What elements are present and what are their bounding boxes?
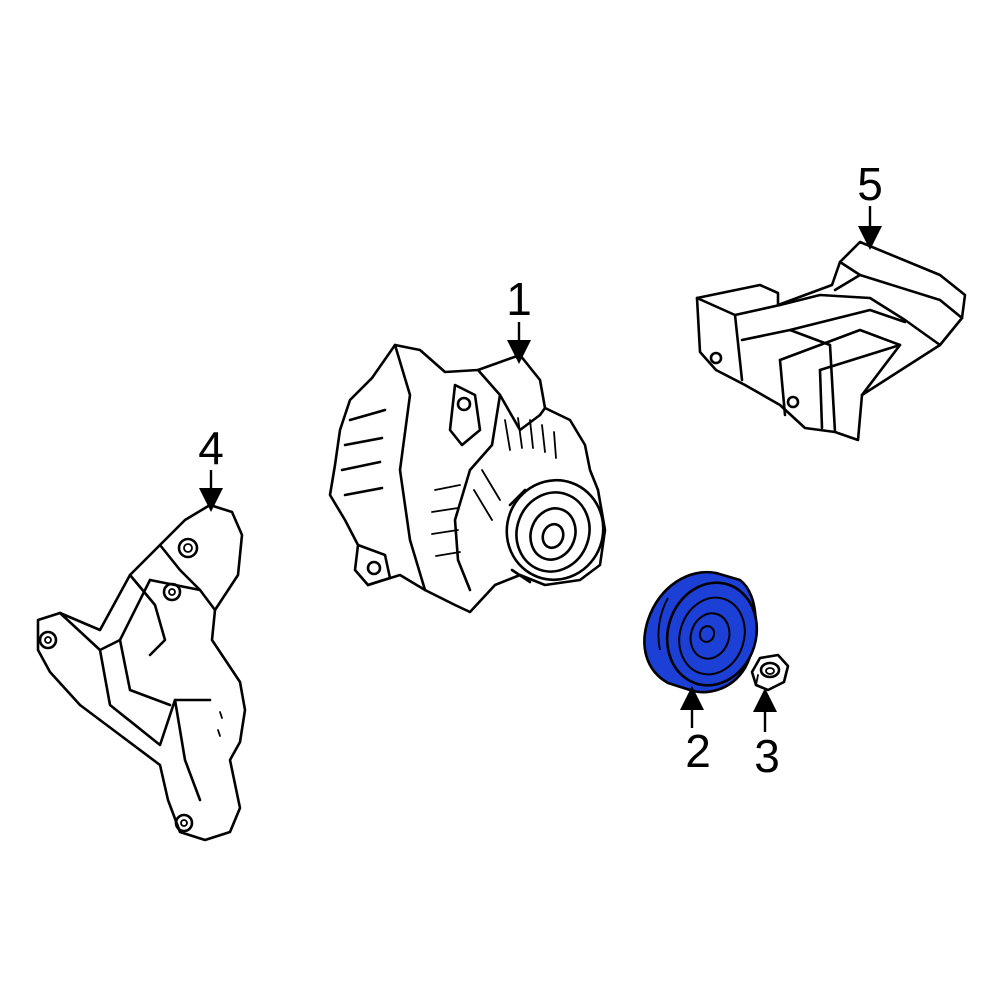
heat-shield-part-5[interactable]	[695, 240, 967, 442]
nut-part-3[interactable]	[750, 653, 790, 692]
callout-label-1: 1	[506, 273, 532, 325]
callout-1: 1	[506, 273, 532, 364]
callout-label-2: 2	[685, 725, 711, 777]
callout-3: 3	[753, 688, 780, 782]
callout-4: 4	[198, 422, 224, 512]
mounting-bracket-part-4[interactable]	[36, 503, 247, 842]
idler-pulley-part-2[interactable]	[643, 570, 769, 697]
callout-2: 2	[680, 686, 711, 777]
callout-label-3: 3	[754, 730, 780, 782]
callout-label-5: 5	[857, 158, 883, 210]
callout-label-4: 4	[198, 422, 224, 474]
alternator-part-1[interactable]	[328, 343, 617, 614]
callout-5: 5	[857, 158, 883, 250]
